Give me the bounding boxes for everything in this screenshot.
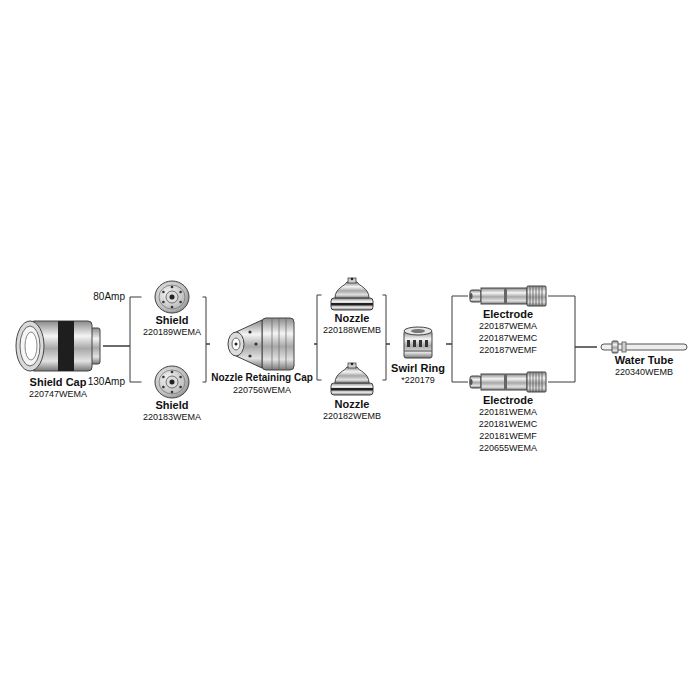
connector-line: [548, 296, 597, 347]
part-group: Nozzle220182WEMB: [322, 362, 383, 422]
connector-line: [203, 344, 211, 382]
electrode-figure: [469, 372, 546, 392]
part-group: Nozzle220188WEMB: [322, 278, 383, 336]
connector-line: [446, 296, 468, 344]
connector-line: [103, 297, 142, 346]
connector-line: [446, 344, 468, 382]
part-number: 220181WEMF: [468, 430, 548, 442]
part-name: Water Tube: [597, 354, 691, 366]
part-group: Nozzle Retaining Cap220756WEMA: [210, 316, 314, 396]
part-number: 220181WEMA: [468, 406, 548, 418]
connector-line: [203, 297, 211, 344]
connector-line: [314, 344, 322, 380]
part-number: 220187WEMC: [468, 332, 548, 344]
part-number: 220340WEMB: [597, 366, 691, 378]
part-name: Electrode: [468, 308, 548, 320]
part-name: Nozzle: [322, 398, 383, 410]
part-number: 220747WEMA: [13, 388, 103, 400]
part-name: Nozzle: [322, 312, 383, 324]
current-rating: 80Amp: [92, 291, 126, 303]
current-rating: 130Amp: [87, 376, 126, 388]
nozzle-figure: [331, 363, 373, 395]
shield-figure: [155, 366, 189, 398]
part-number: 220181WEMC: [468, 418, 548, 430]
part-group: Water Tube220340WEMB: [597, 340, 691, 378]
part-name: Nozzle Retaining Cap: [210, 372, 314, 384]
swirl-ring-figure: [404, 327, 432, 358]
connector-line: [314, 295, 322, 344]
part-number: 220189WEMA: [142, 326, 203, 338]
part-name: Shield: [142, 314, 203, 326]
part-number: 220183WEMA: [142, 411, 203, 423]
part-number: 220655WEMA: [468, 442, 548, 454]
connector-line: [548, 347, 597, 382]
part-number: 220187WEMF: [468, 344, 548, 356]
part-name: Shield: [142, 399, 203, 411]
part-group: Shield220189WEMA: [142, 280, 203, 338]
shield-cap-figure: [16, 321, 100, 371]
connector-line: [383, 344, 391, 380]
nozzle-figure: [331, 278, 373, 310]
part-name: Swirl Ring: [390, 362, 446, 374]
shield-figure: [155, 281, 189, 313]
water-tube-figure: [601, 341, 687, 353]
part-number: 220756WEMA: [210, 384, 314, 396]
part-number: 220187WEMA: [468, 320, 548, 332]
part-name: Electrode: [468, 394, 548, 406]
connector-line: [383, 295, 391, 344]
part-number: 220182WEMB: [322, 410, 383, 422]
part-group: Electrode220187WEMA220187WEMC220187WEMF: [468, 284, 548, 356]
electrode-figure: [469, 286, 546, 306]
part-group: Shield220183WEMA: [142, 365, 203, 423]
part-number: *220179: [390, 374, 446, 386]
part-group: Electrode220181WEMA220181WEMC220181WEMF2…: [468, 370, 548, 454]
part-group: Swirl Ring*220179: [390, 326, 446, 386]
part-number: 220188WEMB: [322, 324, 383, 336]
retaining-cap-figure: [228, 318, 294, 370]
